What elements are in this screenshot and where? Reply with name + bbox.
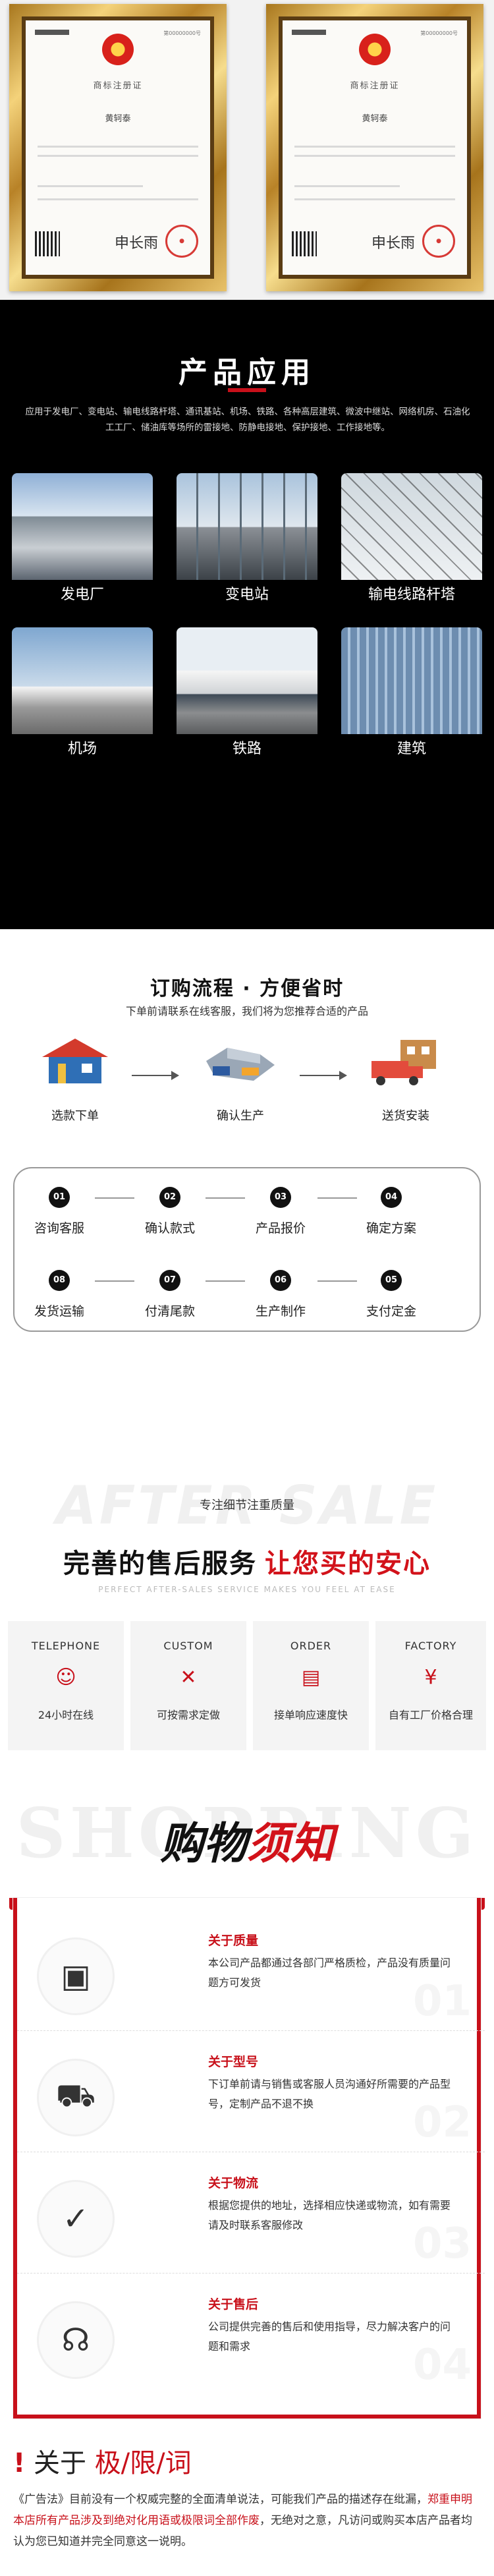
flow-label-produce: 确认生产 [217,1109,264,1123]
title-underline [228,388,266,392]
tile-label: 发电厂 [60,587,104,603]
aftersale-subtitle: 专注细节注重质量 [200,1499,294,1512]
notice-model: ⛟ 关于型号 下订单前请与销售或客服人员沟通好所需要的产品型号，定制产品不退不换… [17,2032,485,2152]
truck-icon: ⛟ [37,2059,115,2136]
railway-photo [177,627,317,734]
flow-label-order: 选款下单 [51,1109,99,1123]
aftersale-title: 完善的售后服务让您买的安心 [63,1549,431,1579]
seal-stamp: ● [422,225,455,258]
cert-code: 第00000000号 [163,30,201,36]
tile-airport: 机场 [12,627,153,764]
signature: 申长雨 [371,235,416,252]
substation-photo [177,473,317,580]
person-headset-icon: ☺ [55,1665,76,1689]
tile-tower: 输电线路杆塔 [341,473,482,610]
tile-label: 变电站 [225,587,269,603]
tower-photo [341,473,482,580]
service-card-factory: FACTORY ¥ 自有工厂价格合理 [375,1621,486,1750]
national-emblem-icon [359,34,391,65]
tile-label: 铁路 [232,741,261,757]
certificate-name: 黄轲泰 [105,114,131,124]
factory-icon [201,1035,280,1087]
application-desc: 应用于发电厂、变电站、输电线路杆塔、通讯基站、机场、铁路、各种高层建筑、微波中继… [25,407,470,433]
headset-icon: ☊ [37,2301,115,2379]
certificate-name: 黄轲泰 [362,114,388,124]
order-title: 订购流程 · 方便省时 [150,977,344,1000]
tile-building: 建筑 [341,627,482,764]
box-icon: ▣ [37,1937,115,2015]
cert-code: 第00000000号 [420,30,458,36]
notice-logistics: ✓ 关于物流 根据您提供的地址，选择相应快递或物流，如有需要请及时联系客服修改 … [17,2154,485,2274]
certificate-title: 商标注册证 [350,81,400,91]
certificate-title: 商标注册证 [93,81,143,91]
notice-quality: ▣ 关于质量 本公司产品都通过各部门严格质检，产品没有质量问题方可发货 01 [17,1911,485,2031]
application-title: 产品应用 [178,356,316,389]
aftersale-watermark: AFTER SALE [55,1475,439,1536]
shopping-title: 购物须知 [160,1818,334,1869]
signature: 申长雨 [115,235,159,252]
notice-box: ▣ 关于质量 本公司产品都通过各部门严格质检，产品没有质量问题方可发货 01 ⛟… [13,1898,485,2419]
application-section: 产品应用 应用于发电厂、变电站、输电线路杆塔、通讯基站、机场、铁路、各种高层建筑… [0,300,494,929]
qr-code-icon [292,231,317,256]
delivery-icon [366,1035,445,1087]
tile-label: 机场 [67,741,97,757]
shopping-watermark: SHOPPING [16,1792,478,1874]
order-icon: ▤ [301,1665,321,1689]
arrow-icon [300,1071,347,1080]
certificate-frame-right: 第00000000号 商标注册证 黄轲泰 申长雨 ● [266,4,483,291]
tile-label: 建筑 [397,741,426,757]
national-emblem-icon [102,34,134,65]
service-card-custom: CUSTOM ✕ 可按需求定做 [130,1621,246,1750]
service-card-order: ORDER ▤ 接单响应速度快 [253,1621,369,1750]
tile-railway: 铁路 [177,627,317,764]
yen-icon: ¥ [424,1665,437,1689]
tools-icon: ✕ [180,1665,197,1689]
airport-photo [12,627,153,734]
limit-paragraph: 《广告法》目前没有一个权威完整的全面清单说法，可能我们产品的描述存在纰漏，郑重申… [13,2493,472,2548]
tile-substation: 变电站 [177,473,317,610]
certificate-frame-left: 第00000000号 商标注册证 黄轲泰 申长雨 ● [9,4,227,291]
seal-stamp: ● [165,225,198,258]
exclamation-icon: ! [13,2448,26,2478]
tile-power-plant: 发电厂 [12,473,153,610]
service-card-telephone: TELEPHONE ☺ 24小时在线 [8,1621,124,1750]
certificates-section: 第00000000号 商标注册证 黄轲泰 申长雨 ● 第00000000号 商标… [0,0,494,300]
tile-label: 输电线路杆塔 [368,587,455,603]
clipboard-check-icon: ✓ [37,2180,115,2258]
limit-words-section: ! 关于 极/限/词 《广告法》目前没有一个权威完整的全面清单说法，可能我们产品… [13,2442,481,2552]
order-subtitle: 下单前请联系在线客服，我们将为您推荐合适的产品 [125,1005,368,1017]
arrow-icon [132,1071,179,1080]
aftersale-english: PERFECT AFTER-SALES SERVICE MAKES YOU FE… [98,1585,396,1594]
flow-label-deliver: 送货安装 [382,1109,429,1123]
power-plant-photo [12,473,153,580]
qr-code-icon [35,231,60,256]
building-photo [341,627,482,734]
house-icon [36,1035,115,1087]
limit-title: ! 关于 极/限/词 [13,2448,192,2478]
notice-aftersale: ☊ 关于售后 公司提供完善的售后和使用指导，尽力解决客户的问题和需求 04 [17,2275,485,2395]
